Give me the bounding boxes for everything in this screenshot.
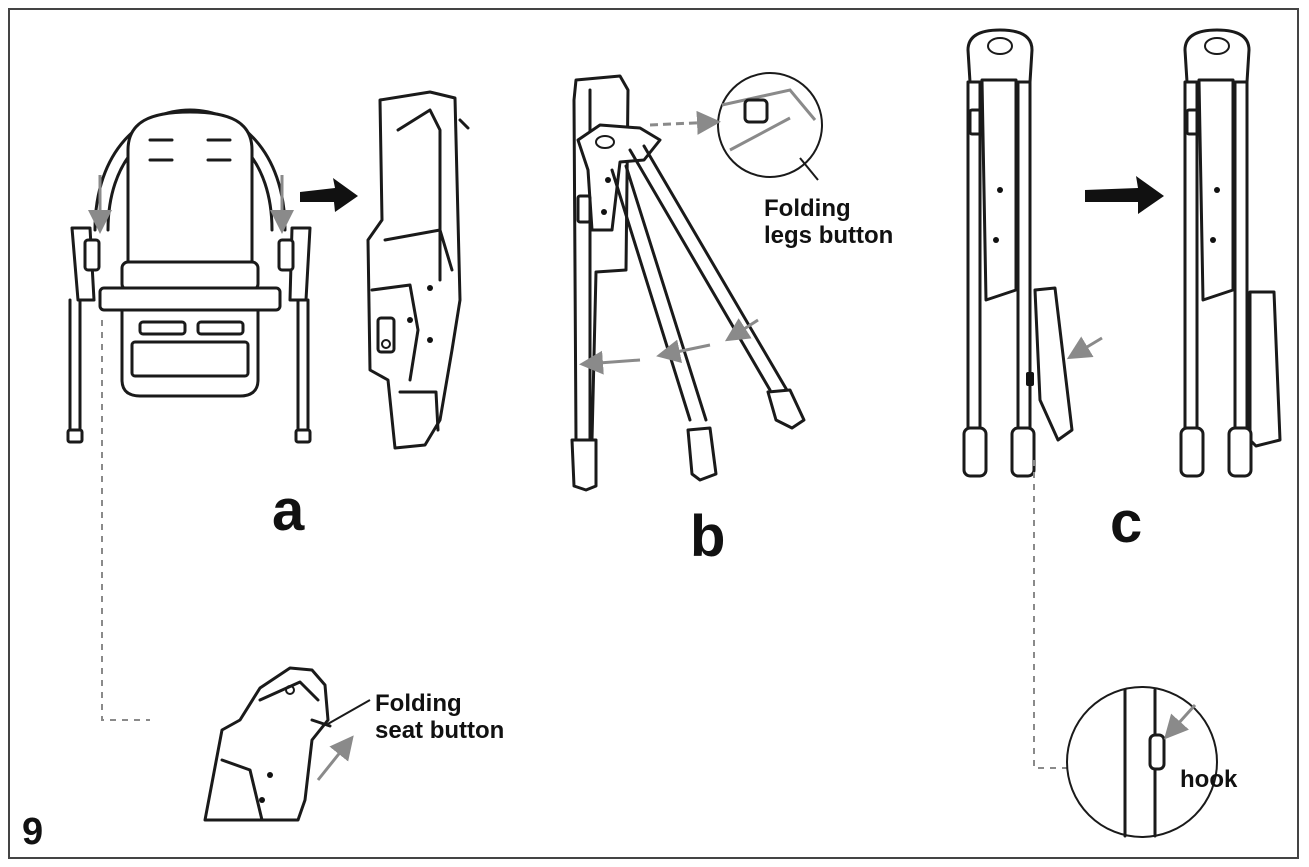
seat-button-press-arrow <box>316 735 354 781</box>
folding-seat-button-line-1: Folding <box>375 690 462 717</box>
seat-leader-line <box>101 320 150 721</box>
chair-legs-unfolding-view <box>570 74 806 492</box>
step-arrow-c <box>1085 176 1164 214</box>
figure-frame <box>8 8 1299 859</box>
hook-label: hook <box>1180 766 1238 793</box>
folding-legs-button-label: Folding legs button <box>764 195 893 249</box>
step-label-c: c <box>1110 490 1143 555</box>
chair-folded-side-view <box>366 90 470 450</box>
step-label-a: a <box>272 478 305 543</box>
leg-fold-arrow-1 <box>579 350 641 375</box>
folding-legs-button-line-1: Folding <box>764 195 851 222</box>
chair-folded-before-hook <box>962 28 1074 478</box>
folding-seat-button-line-2: seat button <box>375 717 505 744</box>
chair-front-view <box>66 108 312 444</box>
folding-legs-button-line-2: legs button <box>764 222 894 249</box>
hook-detail-arrow <box>1163 703 1197 740</box>
step-label-b: b <box>690 504 726 569</box>
leg-fold-arrow-2 <box>656 339 711 364</box>
legs-button-pointer-arrow <box>649 110 721 135</box>
hook-leader-line <box>1033 460 1068 769</box>
seat-button-detail <box>203 666 371 822</box>
folding-seat-button-label: Folding seat button <box>375 690 504 744</box>
chair-folded-hooked <box>1179 28 1282 478</box>
figure-number: 9 <box>22 811 44 853</box>
hook-press-arrow <box>1066 336 1103 360</box>
legs-button-magnifier <box>717 72 823 181</box>
leg-fold-arrow-3 <box>724 318 759 342</box>
hook-magnifier <box>1066 686 1218 838</box>
step-arrow-a <box>300 178 358 212</box>
